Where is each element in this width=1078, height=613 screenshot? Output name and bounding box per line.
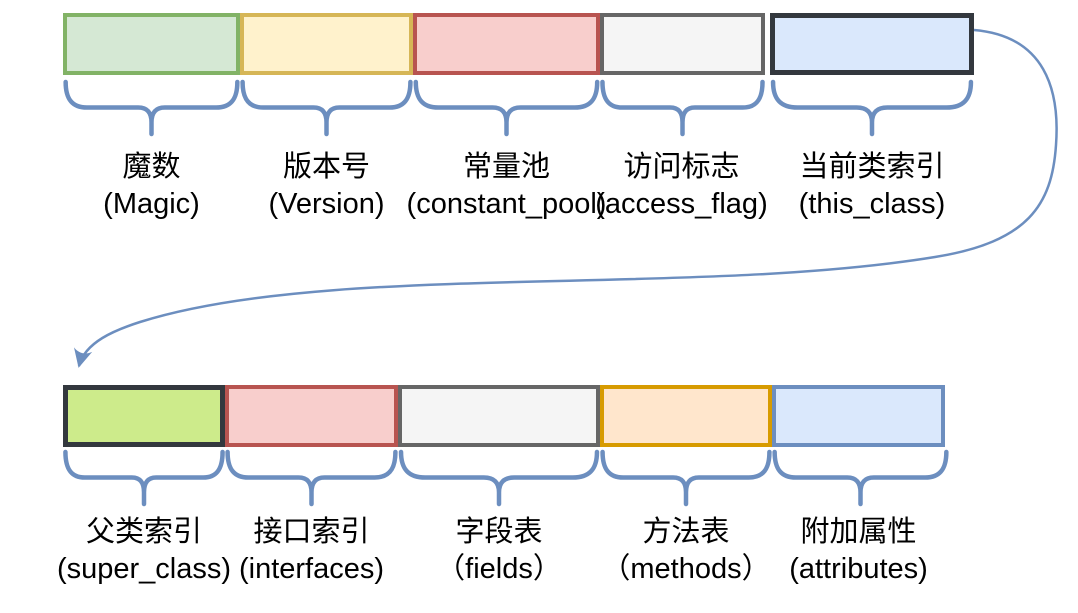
methods-label: 方法表 （methods） — [565, 514, 807, 588]
fields-label-cn: 字段表 — [455, 516, 543, 548]
magic-brace-icon — [63, 80, 240, 137]
this-class-box — [770, 13, 974, 75]
access-flag-brace-icon — [600, 80, 765, 137]
interfaces-label: 接口索引 (interfaces) — [190, 514, 433, 588]
attributes-label: 附加属性 (attributes) — [737, 514, 980, 588]
attributes-box — [772, 385, 945, 447]
interfaces-brace-icon — [225, 450, 398, 507]
methods-label-en: （methods） — [601, 553, 771, 585]
super-class-box — [63, 385, 225, 447]
interfaces-label-cn: 接口索引 — [253, 516, 370, 548]
version-box — [240, 13, 413, 75]
super-class-label: 父类索引 (super_class) — [28, 514, 260, 588]
fields-label-en: （fields） — [436, 553, 562, 585]
version-brace-icon — [240, 80, 413, 137]
access-flag-box — [600, 13, 765, 75]
interfaces-box — [225, 385, 398, 447]
fields-brace-icon — [398, 450, 600, 507]
fields-label: 字段表 （fields） — [363, 514, 635, 588]
super-class-label-cn: 父类索引 — [85, 516, 202, 548]
attributes-brace-icon — [772, 450, 949, 507]
attributes-label-cn: 附加属性 — [800, 516, 917, 548]
magic-box — [63, 13, 240, 75]
methods-label-cn: 方法表 — [642, 516, 730, 548]
constant-pool-brace-icon — [413, 80, 600, 137]
interfaces-label-en: (interfaces) — [238, 553, 385, 585]
this-class-label-cn: 当前类索引 — [799, 151, 945, 183]
fields-box — [398, 385, 600, 447]
attributes-label-en: (attributes) — [789, 553, 928, 585]
this-class-brace-icon — [770, 80, 974, 137]
super-class-brace-icon — [63, 450, 225, 507]
this-class-label: 当前类索引 (this_class) — [735, 149, 1009, 223]
super-class-label-en: (super_class) — [56, 553, 232, 585]
constant-pool-box — [413, 13, 600, 75]
this-class-label-en: (this_class) — [798, 188, 946, 220]
methods-box — [600, 385, 772, 447]
methods-brace-icon — [600, 450, 772, 507]
